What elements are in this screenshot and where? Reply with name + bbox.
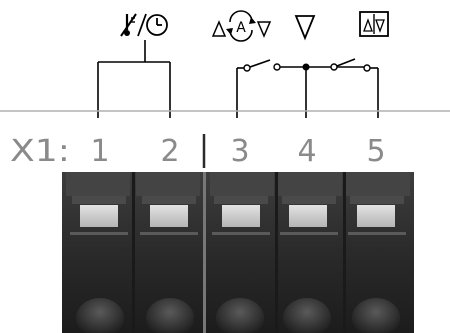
up-down-icon [359, 11, 389, 37]
screw-5 [352, 298, 400, 333]
down-icon [294, 15, 316, 41]
terminal-slot-2 [136, 172, 200, 333]
terminal-block [62, 172, 414, 333]
auto-icon: A [211, 10, 272, 42]
connector-prefix: X1: [10, 134, 70, 169]
terminal-slot-5 [346, 172, 410, 333]
screw-2 [146, 298, 194, 333]
terminal-slot-1 [66, 172, 130, 333]
terminal-label-5: 5 [366, 134, 385, 169]
switch-contacts [243, 63, 371, 72]
terminal-slot-4 [278, 172, 342, 333]
wiring-lines [97, 40, 379, 118]
terminal-label-1: 1 [90, 134, 109, 169]
terminal-label-3: 3 [230, 134, 249, 169]
junction-dot [302, 63, 310, 71]
screw-4 [283, 298, 331, 333]
terminal-label-2: 2 [160, 134, 179, 169]
screw-3 [216, 298, 264, 333]
terminal-label-4: 4 [297, 134, 316, 169]
temperature-or-timer-icon [120, 13, 168, 37]
screw-1 [76, 298, 124, 333]
svg-text:A: A [236, 20, 246, 36]
terminal-slot-3 [210, 172, 274, 333]
